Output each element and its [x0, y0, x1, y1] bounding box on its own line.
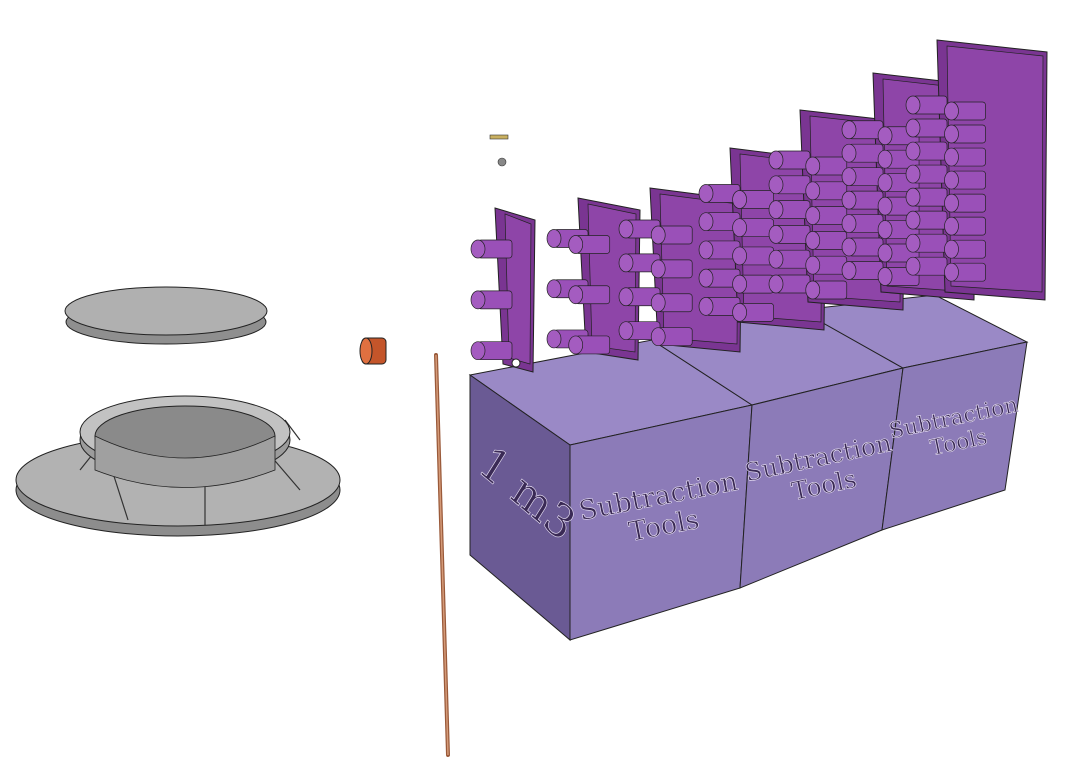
peg — [841, 143, 884, 163]
peg — [841, 237, 884, 257]
peg — [732, 246, 774, 266]
peg — [805, 231, 848, 250]
peg — [568, 335, 611, 355]
peg — [841, 214, 884, 233]
peg — [768, 249, 811, 269]
peg — [905, 256, 948, 276]
peg — [732, 218, 774, 238]
peg-plates — [470, 39, 1048, 373]
peg — [905, 141, 948, 161]
peg — [944, 147, 986, 167]
peg — [944, 101, 986, 121]
peg-plate-1[interactable] — [470, 207, 536, 373]
peg — [944, 239, 986, 259]
peg — [805, 206, 848, 225]
peg — [841, 120, 884, 140]
origin-marker — [511, 358, 521, 368]
peg — [768, 200, 811, 219]
peg — [905, 210, 948, 230]
peg — [650, 327, 693, 347]
peg — [470, 341, 513, 361]
peg — [470, 290, 513, 310]
orange-bushing[interactable] — [359, 337, 387, 365]
peg — [944, 216, 986, 236]
peg — [650, 293, 693, 313]
peg — [841, 261, 884, 280]
peg — [841, 190, 884, 210]
peg — [650, 259, 693, 279]
peg — [732, 302, 774, 322]
peg — [768, 274, 811, 294]
peg — [698, 268, 741, 288]
peg — [698, 240, 741, 260]
peg — [944, 124, 986, 144]
peg — [618, 321, 661, 341]
peg — [944, 262, 986, 282]
peg — [805, 255, 848, 275]
cube-1[interactable] — [468, 339, 754, 642]
peg — [805, 181, 848, 201]
peg — [905, 95, 948, 115]
peg-plate-2[interactable] — [546, 197, 641, 361]
peg — [944, 170, 986, 190]
peg — [568, 235, 611, 254]
peg — [841, 167, 884, 187]
peg — [732, 190, 774, 209]
peg — [470, 239, 513, 259]
peg — [905, 187, 948, 207]
peg — [698, 296, 741, 316]
peg — [568, 285, 611, 305]
peg — [698, 184, 741, 203]
peg — [905, 233, 948, 253]
cube-3[interactable] — [798, 294, 1029, 531]
rod-highlight — [435, 354, 449, 756]
peg — [905, 164, 948, 184]
peg — [805, 156, 848, 176]
peg — [805, 280, 848, 300]
gray-lid-disc[interactable] — [64, 286, 268, 345]
peg — [768, 225, 811, 244]
peg — [905, 118, 948, 138]
peg — [768, 150, 811, 170]
peg — [768, 175, 811, 195]
gray-flange-base[interactable] — [15, 395, 341, 537]
peg — [650, 225, 693, 245]
small-screw[interactable] — [489, 134, 509, 167]
peg — [944, 193, 986, 213]
peg — [732, 274, 774, 294]
peg-plate-7[interactable] — [905, 39, 1048, 301]
